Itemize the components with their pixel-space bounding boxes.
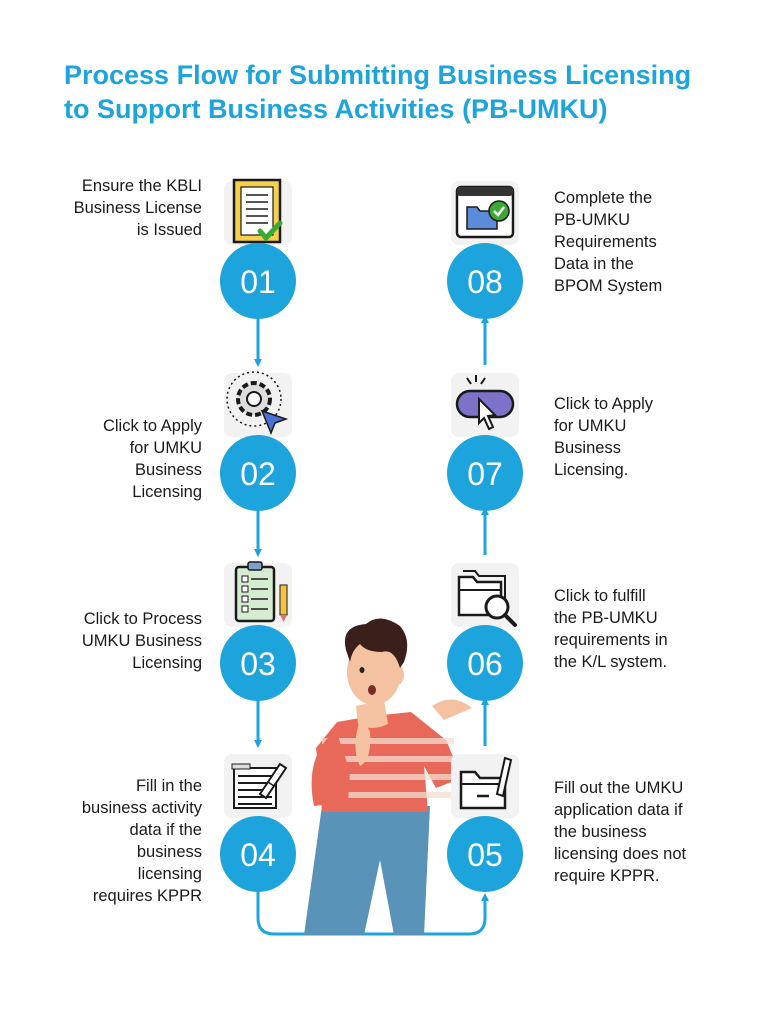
- gear-cursor-icon: [226, 371, 289, 435]
- step-label-line: Business: [135, 461, 202, 479]
- step-label-06: Click to fulfill the PB-UMKU requirements …: [554, 585, 668, 673]
- step-label-line: requirements in: [554, 631, 668, 649]
- shirt-stripe-1: [322, 738, 454, 744]
- step-number: 03: [240, 646, 276, 682]
- step-label-line: UMKU Business: [81, 632, 202, 650]
- step-label-line: PB-UMKU: [554, 211, 631, 229]
- step-label-line: business activity: [81, 799, 202, 817]
- step-01: 01: [220, 178, 296, 319]
- hair: [344, 618, 408, 668]
- license-document-icon: [232, 178, 283, 244]
- step-label-line: Licensing: [132, 483, 202, 501]
- step-label-line: requires KPPR: [92, 887, 202, 905]
- flow-connectors: [254, 315, 489, 936]
- step-label-line: business: [136, 843, 202, 861]
- step-label-line: licensing does not: [554, 845, 687, 863]
- step-02: 02: [220, 371, 296, 511]
- step-number: 02: [240, 456, 276, 492]
- step-number: 01: [240, 264, 276, 300]
- step-number: 06: [467, 646, 503, 682]
- u-turn-connector: [256, 885, 489, 936]
- left-sleeve: [311, 730, 350, 806]
- step-number: 04: [240, 837, 276, 873]
- step-label-line: Data in the: [554, 255, 634, 273]
- raised-hand: [355, 714, 371, 766]
- mouth: [368, 685, 376, 695]
- step-label-line: is Issued: [136, 221, 202, 239]
- title-line-1: Process Flow for Submitting Business Lic…: [64, 60, 692, 90]
- checklist-clipboard-icon: [234, 561, 288, 623]
- step-label-line: application data if: [554, 801, 683, 819]
- step-label-line: the PB-UMKU: [554, 609, 658, 627]
- step-label-line: Complete the: [554, 189, 653, 207]
- step-label-line: Click to fulfill: [554, 587, 646, 605]
- face: [347, 639, 401, 705]
- step-label-line: Click to Apply: [554, 395, 654, 413]
- step-nodes: 01 02 03 04 05 06 07 08: [220, 178, 523, 892]
- step-label-line: data if the: [129, 821, 202, 839]
- page-title: Process Flow for Submitting Business Lic…: [64, 58, 744, 126]
- step-number: 07: [467, 456, 503, 492]
- step-number-circle: [220, 243, 296, 319]
- shirt-stripe-2: [322, 756, 454, 762]
- step-label-line: require KPPR.: [554, 867, 660, 885]
- step-label-line: Ensure the KBLI: [81, 177, 202, 195]
- step-label-line: Fill out the UMKU: [554, 779, 684, 797]
- browser-folder-check-icon: [455, 185, 515, 239]
- step-label-04: Fill in the business activity data if the b…: [82, 775, 202, 907]
- form-edit-icon: [231, 762, 288, 809]
- step-label-line: the business: [554, 823, 647, 841]
- step-number-circle: [447, 243, 523, 319]
- open-palm: [432, 699, 472, 720]
- ear: [390, 665, 404, 685]
- step-label-line: Click to Process: [83, 610, 202, 628]
- click-button-icon: [455, 375, 515, 431]
- step-number-circle: [220, 816, 296, 892]
- step-number-circle: [447, 435, 523, 511]
- step-07: 07: [447, 373, 523, 511]
- shirt-stripe-4: [322, 792, 454, 798]
- step-03: 03: [220, 561, 296, 701]
- folder-search-icon: [457, 570, 517, 627]
- step-05: 05: [447, 754, 523, 892]
- step-number: 08: [467, 264, 503, 300]
- step-label-line: Business: [554, 439, 621, 457]
- title-line-2: to Support Business Activities (PB-UMKU): [64, 94, 608, 124]
- step-number-circle: [447, 816, 523, 892]
- step-number-circle: [220, 625, 296, 701]
- step-label-line: for UMKU: [554, 417, 627, 435]
- step-label-line: licensing: [137, 865, 202, 883]
- eye: [359, 667, 365, 673]
- step-number-circle: [220, 435, 296, 511]
- step-label-line: Licensing: [132, 654, 202, 672]
- jeans: [304, 806, 430, 935]
- shirt-stripe-3: [322, 774, 454, 780]
- step-06: 06: [447, 563, 523, 701]
- step-08: 08: [447, 181, 523, 319]
- step-label-line: the K/L system.: [554, 653, 668, 671]
- step-label-01: Ensure the KBLI Business License is Issued: [74, 175, 202, 241]
- step-04: 04: [220, 754, 296, 892]
- folder-edit-icon: [459, 756, 513, 810]
- step-label-line: Licensing.: [554, 461, 629, 479]
- step-label-line: Business License: [73, 199, 202, 217]
- step-label-line: Fill in the: [135, 777, 202, 795]
- step-label-line: Click to Apply: [102, 417, 202, 435]
- step-label-line: BPOM System: [554, 277, 663, 295]
- person-illustration: [304, 618, 472, 935]
- step-label-line: Requirements: [554, 233, 657, 251]
- step-number-circle: [447, 625, 523, 701]
- step-label-line: for UMKU: [129, 439, 202, 457]
- step-number: 05: [467, 837, 503, 873]
- step-label-05: Fill out the UMKU application data if the …: [554, 777, 686, 887]
